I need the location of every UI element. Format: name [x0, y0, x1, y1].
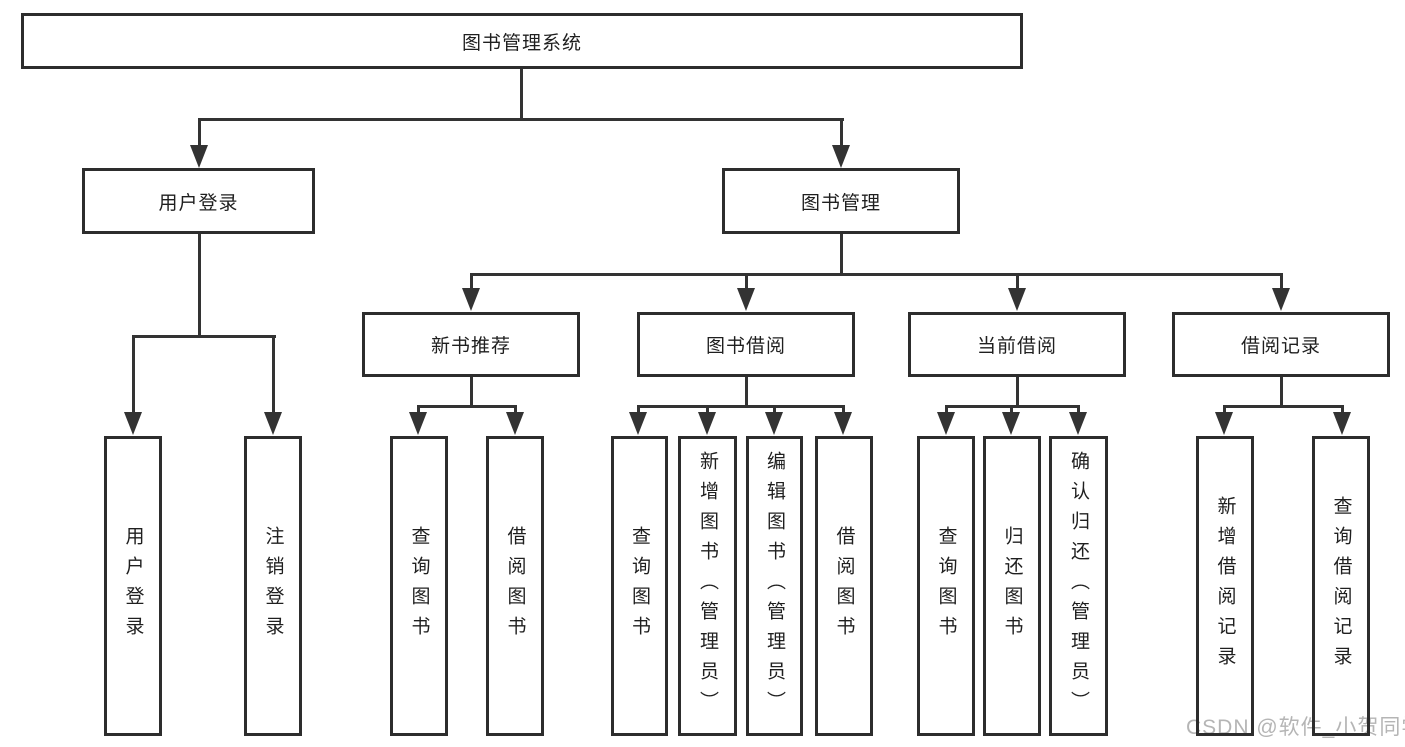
arrowhead-down-icon: [832, 145, 850, 168]
connector-line: [745, 273, 748, 290]
connector-line: [773, 405, 776, 415]
leaf-add-borrow-record: 新增借阅记录: [1196, 436, 1254, 736]
leaf-user-login: 用户登录: [104, 436, 162, 736]
arrowhead-down-icon: [1215, 412, 1233, 435]
leaf-query-books-current: 查询图书: [917, 436, 975, 736]
connector-line: [1280, 376, 1283, 408]
connector-line: [514, 405, 517, 415]
arrowhead-down-icon: [629, 412, 647, 435]
leaf-borrow-books: 借阅图书: [815, 436, 873, 736]
connector-line: [1077, 405, 1080, 415]
arrowhead-down-icon: [1002, 412, 1020, 435]
connector-line: [520, 68, 523, 120]
connector-line: [706, 405, 709, 415]
node-user-login: 用户登录: [82, 168, 315, 234]
leaf-add-books-admin: 新增图书（管理员）: [678, 436, 737, 736]
arrowhead-down-icon: [462, 288, 480, 311]
node-current-borrowing: 当前借阅: [908, 312, 1126, 377]
arrowhead-down-icon: [937, 412, 955, 435]
node-root: 图书管理系统: [21, 13, 1023, 69]
connector-line: [1223, 405, 1344, 408]
leaf-query-books-recommend: 查询图书: [390, 436, 448, 736]
node-root-label: 图书管理系统: [461, 32, 582, 54]
arrowhead-down-icon: [765, 412, 783, 435]
node-new-book-recommend-label: 新书推荐: [430, 336, 511, 357]
arrowhead-down-icon: [698, 412, 716, 435]
arrowhead-down-icon: [264, 412, 282, 435]
node-book-borrowing-label: 图书借阅: [705, 336, 786, 357]
node-current-borrowing-label: 当前借阅: [976, 336, 1057, 357]
arrowhead-down-icon: [737, 288, 755, 311]
connector-line: [470, 376, 473, 408]
connector-line: [1341, 405, 1344, 415]
node-book-management: 图书管理: [722, 168, 960, 234]
leaf-logout: 注销登录: [244, 436, 302, 736]
leaf-label: 查询图书: [935, 526, 957, 646]
node-book-management-label: 图书管理: [800, 192, 881, 214]
arrowhead-down-icon: [409, 412, 427, 435]
leaf-label: 查询图书: [408, 526, 430, 646]
node-book-borrowing: 图书借阅: [637, 312, 855, 377]
connector-line: [1223, 405, 1226, 415]
leaf-label: 查询图书: [629, 526, 650, 646]
connector-line: [417, 405, 517, 408]
arrowhead-down-icon: [1069, 412, 1087, 435]
leaf-confirm-return-admin: 确认归还（管理员）: [1049, 436, 1108, 736]
arrowhead-down-icon: [1333, 412, 1351, 435]
leaf-label: 查询借阅记录: [1330, 496, 1352, 676]
connector-line: [132, 335, 276, 338]
connector-line: [840, 233, 843, 276]
leaf-user-login-label: 用户登录: [122, 526, 144, 646]
connector-line: [417, 405, 420, 415]
node-user-login-label: 用户登录: [158, 192, 239, 214]
connector-line: [842, 405, 845, 415]
arrowhead-down-icon: [124, 412, 142, 435]
node-borrowing-records-label: 借阅记录: [1240, 336, 1321, 357]
leaf-label: 编辑图书（管理员）: [764, 451, 785, 721]
arrowhead-down-icon: [834, 412, 852, 435]
connector-line: [198, 118, 844, 121]
leaf-edit-books-admin: 编辑图书（管理员）: [746, 436, 803, 736]
leaf-label: 确认归还（管理员）: [1068, 451, 1089, 721]
connector-line: [132, 335, 135, 414]
node-new-book-recommend: 新书推荐: [362, 312, 580, 377]
leaf-return-books: 归还图书: [983, 436, 1041, 736]
leaf-label: 新增图书（管理员）: [697, 451, 718, 721]
connector-line: [1016, 273, 1019, 290]
leaf-logout-label: 注销登录: [262, 526, 284, 646]
connector-line: [198, 118, 201, 147]
connector-line: [1016, 376, 1019, 408]
connector-line: [637, 405, 640, 415]
connector-line: [637, 405, 845, 408]
leaf-label: 新增借阅记录: [1214, 496, 1236, 676]
arrowhead-down-icon: [1272, 288, 1290, 311]
leaf-query-books-borrowing: 查询图书: [611, 436, 668, 736]
connector-line: [1010, 405, 1013, 415]
connector-line: [840, 118, 843, 147]
arrowhead-down-icon: [506, 412, 524, 435]
leaf-label: 归还图书: [1001, 526, 1023, 646]
arrowhead-down-icon: [1008, 288, 1026, 311]
connector-line: [1280, 273, 1283, 290]
connector-line: [745, 376, 748, 408]
leaf-label: 借阅图书: [833, 526, 855, 646]
connector-line: [945, 405, 948, 415]
leaf-borrow-books-recommend: 借阅图书: [486, 436, 544, 736]
arrowhead-down-icon: [190, 145, 208, 168]
connector-line: [470, 273, 1283, 276]
leaf-label: 借阅图书: [504, 526, 526, 646]
connector-line: [272, 335, 275, 414]
connector-line: [470, 273, 473, 290]
leaf-query-borrow-record: 查询借阅记录: [1312, 436, 1370, 736]
connector-line: [198, 233, 201, 338]
node-borrowing-records: 借阅记录: [1172, 312, 1390, 377]
